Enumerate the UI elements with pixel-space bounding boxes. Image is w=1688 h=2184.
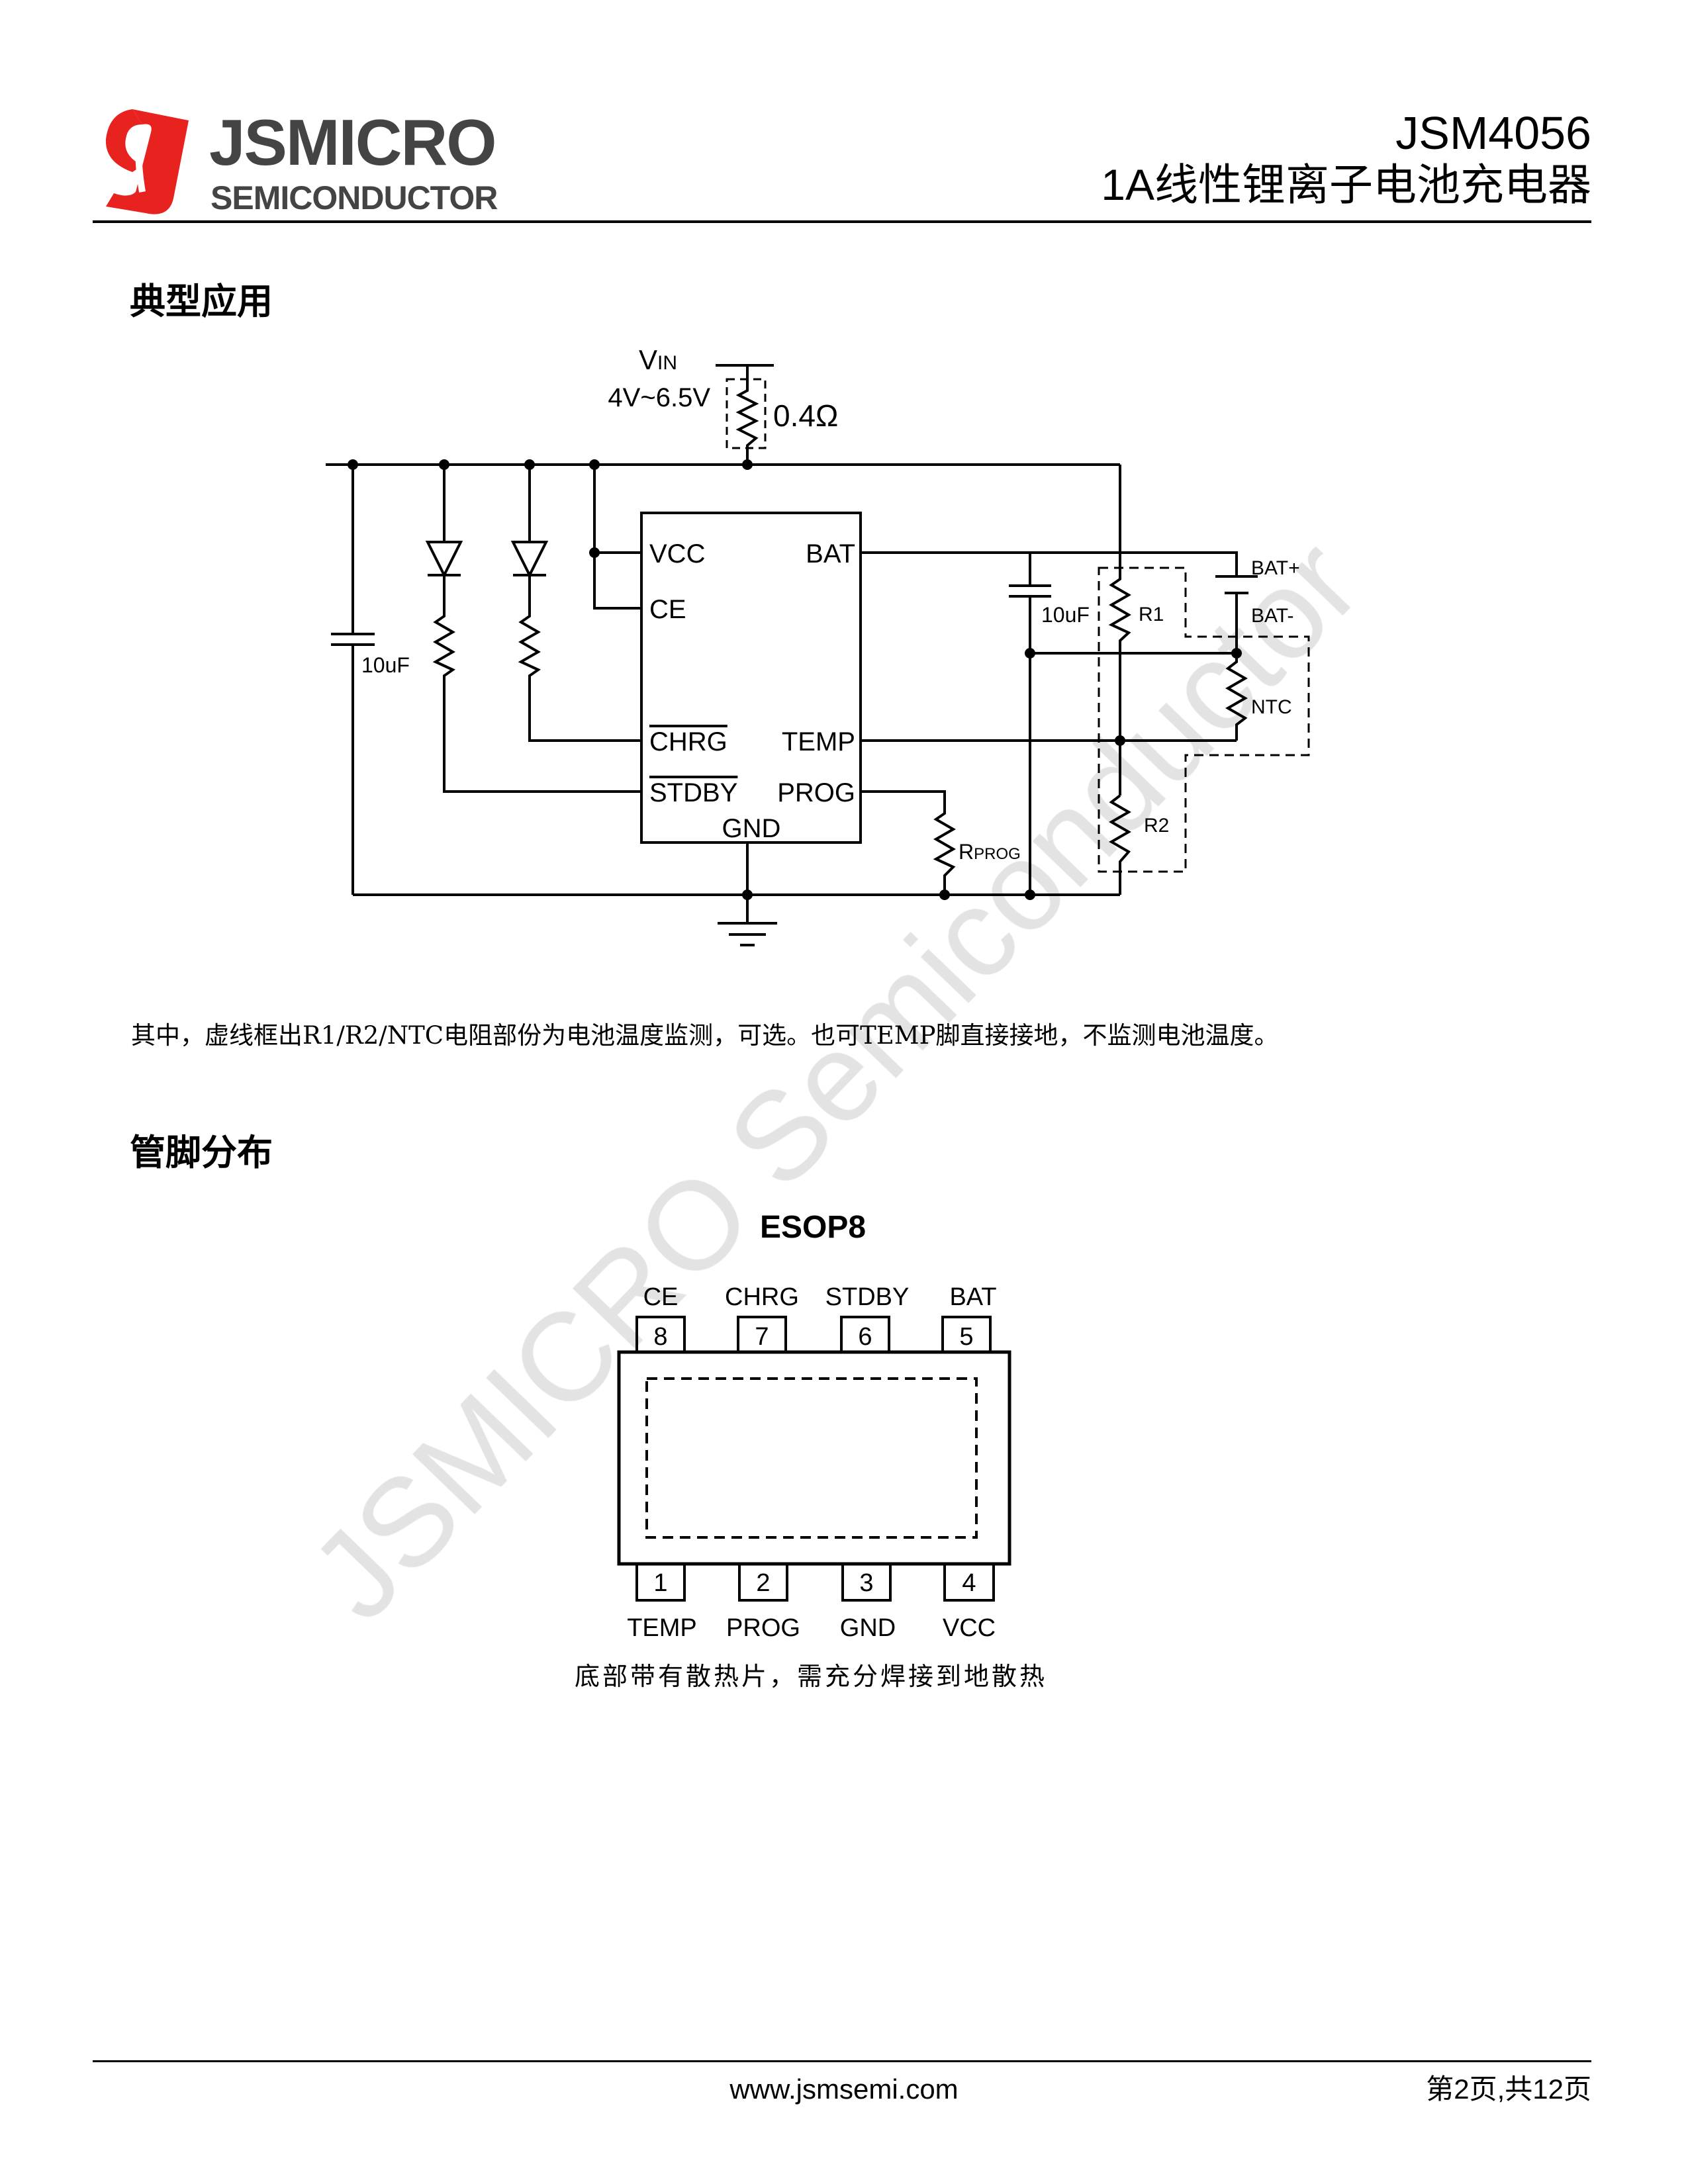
part-number: JSM4056: [1395, 107, 1591, 159]
r2-label: R2: [1144, 815, 1169, 837]
pin-2-pad: [738, 1563, 788, 1602]
package-body: [617, 1350, 1011, 1566]
pin-1-name: TEMP: [627, 1614, 697, 1642]
pin-6-pad: [840, 1316, 890, 1353]
section-heading-pinout: 管脚分布: [130, 1131, 273, 1173]
logo-text: JSMICRO: [209, 106, 497, 179]
junction-dots: [348, 459, 1242, 900]
cout-label: 10uF: [1041, 603, 1090, 627]
pin-5-name: BAT: [949, 1283, 996, 1311]
rprog-label: RPROG: [959, 840, 1021, 864]
ntc-label: NTC: [1251, 696, 1292, 718]
pinout-diagram: ESOP8 8 CE 7 CHRG 6 STDBY 5 BAT 1 TEMP 2…: [617, 1210, 1011, 1642]
sense-resistor-value: 0.4Ω: [773, 398, 838, 433]
sense-resistor-dashed-box: [726, 378, 767, 449]
pin-2-number: 2: [756, 1569, 770, 1597]
pin-chrg: CHRG: [649, 727, 727, 756]
doc-subtitle: 1A线性锂离子电池充电器: [1101, 160, 1591, 209]
vin-label: VIN: [639, 344, 677, 375]
pin-stdby: STDBY: [649, 778, 737, 807]
pin-6-number: 6: [858, 1323, 872, 1351]
pin-5-number: 5: [959, 1323, 973, 1351]
pin-1-number: 1: [653, 1569, 667, 1597]
pin-8-name: CE: [643, 1283, 679, 1311]
pin-6-name: STDBY: [825, 1283, 910, 1311]
logo-subtext: SEMICONDUCTOR: [211, 179, 498, 216]
pin-5-pad: [941, 1316, 992, 1353]
pin-1-pad: [635, 1563, 686, 1602]
chrg-resistor: [518, 575, 641, 742]
header-divider: [93, 220, 1591, 223]
pin-gnd: GND: [722, 814, 781, 843]
bat-plus-label: BAT+: [1251, 557, 1300, 579]
section-heading-typical-application: 典型应用: [130, 280, 273, 322]
sense-resistor: [735, 365, 759, 465]
stdby-led: [425, 541, 463, 578]
thermal-pad: [645, 1377, 978, 1539]
vin-range: 4V~6.5V: [608, 383, 710, 412]
r1-resistor: [1108, 465, 1132, 796]
pin-vcc: VCC: [649, 539, 705, 569]
pin-4-number: 4: [962, 1569, 976, 1597]
pin-8-number: 8: [653, 1323, 667, 1351]
chrg-led: [510, 541, 549, 578]
footer-url[interactable]: www.jsmsemi.com: [729, 2073, 959, 2105]
application-schematic: VIN 4V~6.5V 0.4Ω 10uF VCC CE CHRG STDBY …: [326, 344, 1310, 946]
pin-7-name: CHRG: [725, 1283, 799, 1311]
application-note: 其中，虚线框出R1/R2/NTC电阻部份为电池温度监测，可选。也可TEMP脚直接…: [131, 1021, 1279, 1050]
footer-divider: [93, 2060, 1591, 2062]
temperature-monitor-dashed-box: [1098, 567, 1310, 873]
bat-minus-label: BAT-: [1251, 605, 1293, 627]
rprog-resistor: [861, 790, 957, 895]
stdby-resistor: [432, 575, 641, 793]
page-number: 第2页,共12页: [1426, 2073, 1591, 2105]
pin-8-pad: [635, 1316, 686, 1353]
pin-3-name: GND: [840, 1614, 896, 1642]
cin-label: 10uF: [361, 653, 410, 677]
pin-prog: PROG: [777, 778, 855, 807]
pin-bat: BAT: [806, 539, 855, 569]
r2-resistor: [1108, 794, 1132, 895]
pinout-caption: 底部带有散热片，需充分焊接到地散热: [574, 1662, 1047, 1691]
pin-ce: CE: [649, 595, 686, 624]
r1-label: R1: [1139, 604, 1164, 625]
pin-3-number: 3: [859, 1569, 873, 1597]
pin-temp: TEMP: [782, 727, 855, 756]
pin-3-pad: [841, 1563, 892, 1602]
logo-mark: [105, 109, 189, 214]
pin-7-pad: [737, 1316, 787, 1353]
ic-body: [640, 512, 862, 844]
pin-4-name: VCC: [943, 1614, 996, 1642]
pin-7-number: 7: [755, 1323, 769, 1351]
pin-2-name: PROG: [726, 1614, 800, 1642]
package-name: ESOP8: [760, 1210, 866, 1245]
pin-4-pad: [943, 1563, 995, 1602]
ntc-resistor: [1225, 653, 1248, 741]
